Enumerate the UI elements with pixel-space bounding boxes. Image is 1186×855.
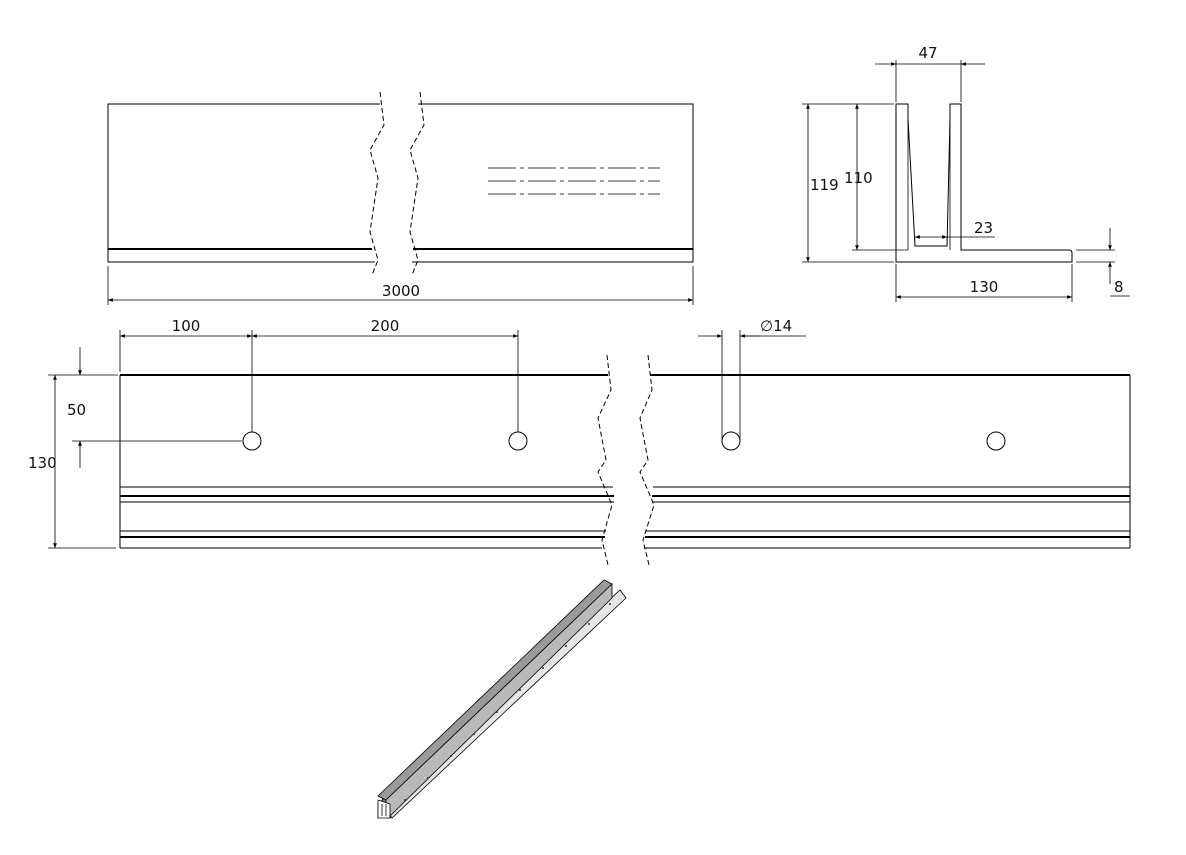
dimension-inner-gap-label: 23 bbox=[974, 219, 993, 237]
iso-wall-top bbox=[377, 579, 613, 801]
mounting-hole bbox=[242, 431, 262, 451]
dimension-wall-height-label: 110 bbox=[844, 169, 873, 187]
dimension-top-width-label: 47 bbox=[918, 44, 937, 62]
iso-holes bbox=[404, 603, 611, 801]
dimension-hole-offset-label: 50 bbox=[67, 401, 86, 419]
break-line-right bbox=[409, 91, 425, 276]
front-view: 3000 bbox=[107, 91, 694, 305]
mounting-hole bbox=[721, 431, 741, 451]
dimension-length-label: 3000 bbox=[382, 282, 420, 300]
iso-hole bbox=[473, 733, 475, 735]
front-view-left-outline bbox=[107, 103, 380, 263]
dimension-base-width-label: 130 bbox=[970, 278, 999, 296]
section-view: 47 119 110 23 130 8 bbox=[802, 44, 1130, 302]
iso-hole bbox=[404, 799, 406, 801]
mounting-hole bbox=[508, 431, 528, 451]
iso-wall-face bbox=[385, 583, 613, 819]
iso-hole bbox=[519, 689, 521, 691]
dimension-width-label: 130 bbox=[28, 454, 57, 472]
iso-end-cap bbox=[377, 799, 391, 819]
dimension-base-thickness-label: 8 bbox=[1114, 278, 1124, 296]
profile-outline bbox=[895, 103, 1073, 263]
break-line-right bbox=[639, 354, 655, 566]
break-line-left bbox=[597, 354, 613, 566]
iso-hole bbox=[609, 603, 611, 605]
iso-hole bbox=[496, 711, 498, 713]
break-line-left bbox=[369, 91, 385, 276]
mounting-hole bbox=[986, 431, 1006, 451]
iso-hole bbox=[565, 645, 567, 647]
front-view-right-outline bbox=[412, 103, 694, 263]
iso-hole bbox=[450, 755, 452, 757]
top-view: 100 200 ∅14 50 130 bbox=[28, 317, 1131, 566]
iso-hole bbox=[542, 667, 544, 669]
iso-hole bbox=[588, 623, 590, 625]
dimension-total-height-label: 119 bbox=[810, 176, 839, 194]
dimension-hole-diameter-label: ∅14 bbox=[760, 317, 792, 335]
isometric-view bbox=[377, 579, 627, 819]
iso-hole bbox=[427, 777, 429, 779]
dimension-first-hole-label: 100 bbox=[172, 317, 201, 335]
dimension-hole-spacing-label: 200 bbox=[371, 317, 400, 335]
